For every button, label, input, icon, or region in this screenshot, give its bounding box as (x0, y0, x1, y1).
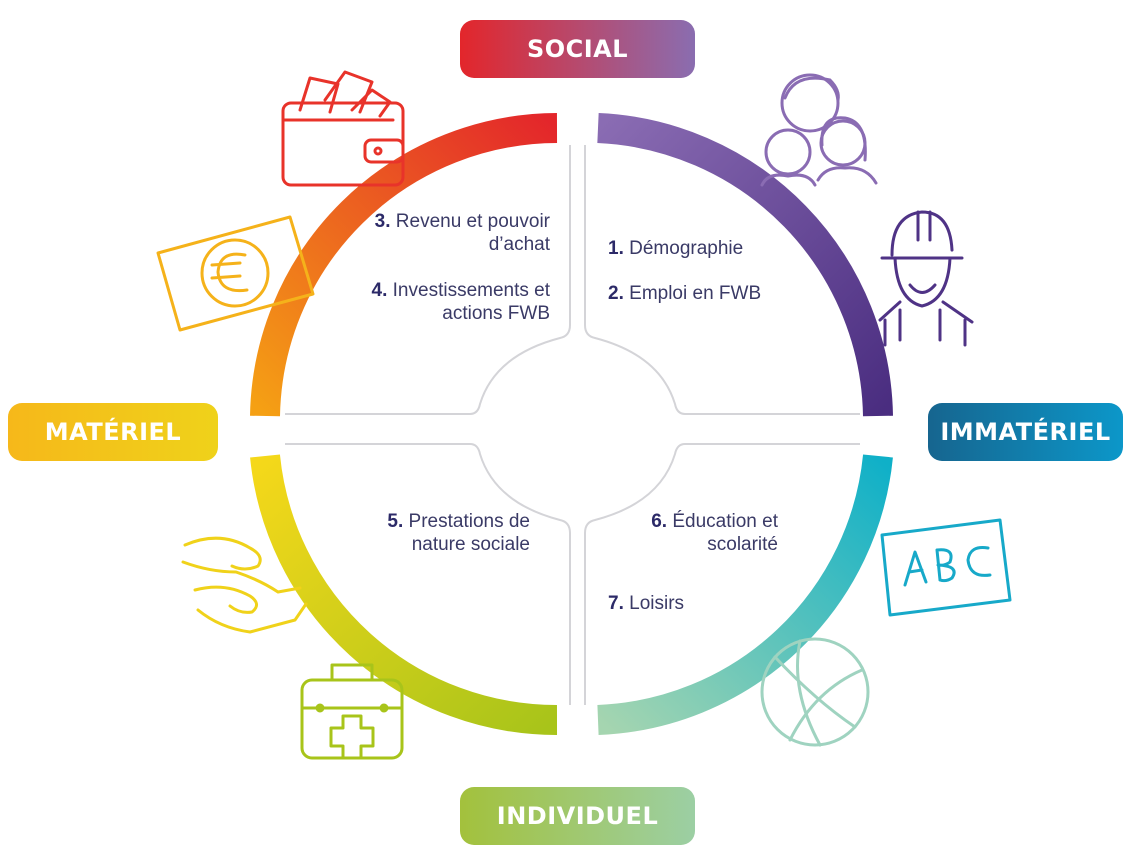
item-2: 2. Emploi en FWB (608, 283, 762, 304)
axis-label-immateriel: IMMATÉRIEL (928, 403, 1123, 461)
banknote-euro-icon (156, 215, 315, 332)
abc-board-icon (880, 518, 1012, 617)
item-1: 1. Démographie (608, 238, 744, 259)
item-6: 6. Éducation et scolarité (651, 511, 778, 555)
family-icon (760, 73, 878, 187)
quadrant-bottom-left-text: 5. Prestations de nature sociale (340, 510, 530, 556)
item-7: 7. Loisirs (608, 593, 685, 614)
worker-hardhat-icon (878, 210, 974, 347)
item-5: 5. Prestations de nature sociale (387, 511, 530, 555)
giving-hands-icon (181, 536, 308, 634)
ring-top-left (250, 113, 558, 417)
quadrant-bottom-right-text: 6. Éducation et scolarité (598, 510, 778, 556)
ring-top-right (597, 113, 893, 417)
first-aid-kit-icon (300, 663, 404, 760)
item-4: 4. Investissements et actions FWB (371, 280, 550, 324)
wallet-icon (281, 70, 405, 187)
basketball-icon (760, 637, 870, 747)
axis-label-individuel: INDIVIDUEL (460, 787, 695, 845)
ring-bottom-right (597, 454, 893, 735)
quadrant-dividers (285, 145, 860, 705)
axis-label-materiel: MATÉRIEL (8, 403, 218, 461)
axis-label-social: SOCIAL (460, 20, 695, 78)
quadrant-top-right-text: 1. Démographie 2. Emploi en FWB (608, 237, 818, 305)
ring-bottom-left (250, 454, 558, 736)
quadrant-top-left-text: 3. Revenu et pouvoir d’achat 4. Investis… (330, 210, 550, 325)
item-3: 3. Revenu et pouvoir d’achat (374, 211, 550, 255)
quadrant-bottom-right-text-2: 7. Loisirs (608, 592, 768, 615)
